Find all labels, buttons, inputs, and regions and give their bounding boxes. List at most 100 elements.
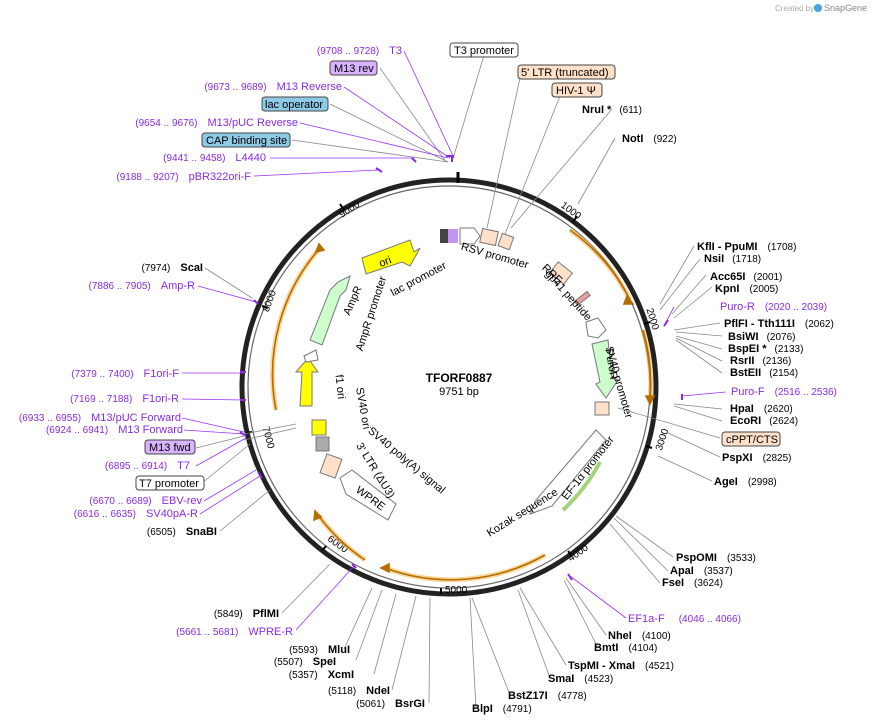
plasmid-length: 9751 bp	[439, 386, 479, 398]
site-label: RsrII(2136)	[730, 355, 791, 367]
orf-arc	[384, 552, 547, 583]
site-name: BmtI	[594, 642, 618, 654]
m13rev-badge-label: M13 rev	[334, 63, 374, 75]
primer-label: (9654 .. 9676)M13/pUC Reverse	[135, 117, 298, 129]
leader-line	[675, 331, 723, 337]
leader-line	[665, 431, 721, 458]
site-name: KflI - PpuMI	[697, 241, 758, 253]
wpre-feature	[339, 469, 397, 521]
site-position: (2001)	[753, 272, 782, 283]
site-label: (5593)MluI	[289, 644, 350, 656]
ltr5-block	[479, 227, 499, 247]
primer-position: (9188 .. 9207)	[116, 172, 178, 183]
primer-tick	[351, 563, 357, 569]
ef1a-arc	[561, 461, 602, 512]
site-position: (4100)	[642, 631, 671, 642]
orf-arcs	[270, 227, 654, 583]
kozak-label: Kozak sequence	[485, 486, 560, 539]
cap-badge-label: CAP binding site	[206, 135, 287, 147]
lac-promoter-arrow	[459, 227, 481, 245]
primer-label: EF1a-F(4046 .. 4066)	[628, 613, 741, 625]
leader-line	[451, 51, 486, 163]
site-name: SmaI	[548, 673, 574, 685]
leader-line	[673, 405, 723, 422]
site-name: BstZ17I	[508, 690, 548, 702]
site-position: (2133)	[775, 344, 804, 355]
cppt-badge-label: cPPT/CTS	[726, 434, 778, 446]
site-name: ApaI	[670, 565, 694, 577]
leader-line	[195, 435, 245, 449]
site-label: PspXI(2825)	[722, 452, 791, 464]
inner-leaders	[243, 423, 297, 441]
primer-leader	[195, 437, 247, 467]
site-label: NheI(4100)	[608, 630, 671, 642]
primer-name: M13/pUC Reverse	[208, 117, 298, 129]
leader-line	[565, 577, 607, 636]
primer-position: (7379 .. 7400)	[71, 369, 133, 380]
site-position: (5849)	[214, 609, 243, 620]
orf-arrow	[384, 554, 546, 581]
primer-position: (2020 .. 2039)	[765, 302, 827, 313]
tick-mark	[645, 445, 653, 449]
site-position: (2005)	[749, 284, 778, 295]
site-name: PflFI - Tth111I	[724, 318, 795, 330]
site-name: XcmI	[328, 669, 354, 681]
site-label: HpaI(2620)	[730, 403, 793, 415]
primer-leader	[181, 417, 245, 433]
arrowhead-icon	[314, 242, 326, 254]
rre-block	[548, 261, 574, 285]
site-position: (2062)	[805, 319, 834, 330]
site-label: (5061)BsrGI	[356, 698, 425, 710]
tick-mark	[643, 321, 651, 325]
leader-line	[471, 597, 511, 696]
site-label: KpnI(2005)	[715, 283, 778, 295]
snapgene-branding: Created by SnapGene	[775, 3, 867, 13]
plasmid-name: TFORF0887	[426, 371, 493, 385]
site-label: BsiWI(2076)	[728, 331, 795, 343]
site-label: BlpI(4791)	[472, 703, 532, 715]
leader-line	[673, 322, 721, 331]
primer-position: (6670 .. 6689)	[89, 496, 151, 507]
right-labels: NruI *(611) NotI(922) KflI - PpuMI(1708)…	[472, 104, 837, 715]
lac-promoter-label: lac promoter	[389, 260, 449, 299]
site-label: BspEI *(2133)	[728, 343, 803, 355]
ltr5-badge	[517, 64, 616, 80]
tick-mark	[321, 545, 327, 552]
site-label: BmtI(4104)	[594, 642, 657, 654]
primer-leader	[343, 86, 451, 159]
site-position: (2136)	[762, 356, 791, 367]
sv40ori-label: SV40 ori	[353, 387, 372, 431]
site-name: SnaBI	[186, 526, 217, 538]
primer-name: F1ori-F	[144, 368, 180, 380]
site-label: BstEII(2154)	[730, 367, 798, 379]
tick-label: 3000	[654, 427, 671, 452]
site-position: (2154)	[769, 368, 798, 379]
site-label: Acc65I(2001)	[710, 271, 782, 283]
t3-promoter-badge	[449, 42, 519, 58]
primer-label: (6895 .. 6914)T7	[105, 460, 190, 472]
leader-line	[671, 274, 707, 315]
lac-operator-badge-label: lac operator	[265, 99, 323, 111]
primer-label: (6924 .. 6941)M13 Forward	[46, 424, 183, 436]
leader-line	[219, 489, 271, 532]
t3-promoter-badge-label: T3 promoter	[454, 45, 514, 57]
primer-leader	[403, 50, 455, 159]
primer-leader	[183, 429, 245, 435]
inner-leader	[243, 427, 297, 441]
site-label: ApaI(3537)	[670, 565, 733, 577]
site-label: (5118)NdeI	[328, 685, 390, 697]
primer-position: (5661 .. 5681)	[176, 627, 238, 638]
site-label: TspMI - XmaI(4521)	[568, 660, 674, 672]
leader-line	[517, 589, 551, 679]
site-label: FseI(3624)	[662, 577, 723, 589]
primer-leader	[681, 391, 727, 397]
tick-mark	[245, 431, 253, 434]
primer-leader	[197, 285, 257, 303]
ori-feature	[361, 239, 421, 275]
site-name: HpaI	[730, 403, 754, 415]
inner-leader	[243, 423, 297, 435]
primer-tick	[411, 157, 417, 163]
site-label: (5507)SpeI	[274, 656, 336, 668]
primer-name: SV40pA-R	[146, 508, 198, 520]
tick-label: 5000	[445, 585, 468, 596]
